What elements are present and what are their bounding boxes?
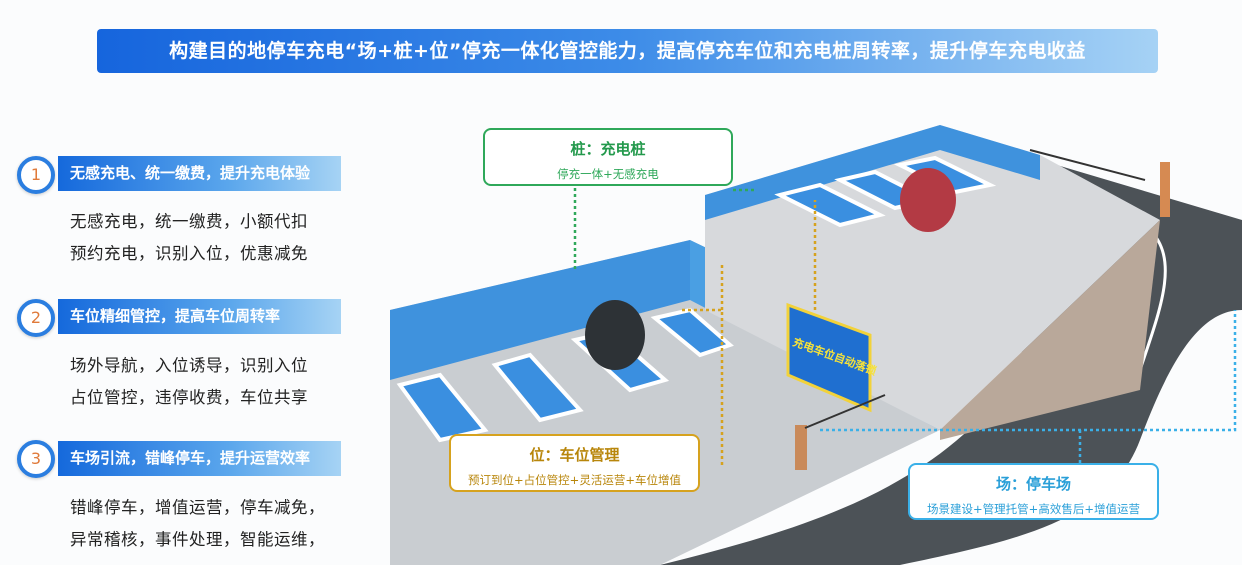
- callout-spot: 位：车位管理 预订到位+占位管控+灵活运营+车位增值: [449, 434, 700, 492]
- black-car: [585, 300, 645, 370]
- callout-pile: 桩：充电桩 停充一体+无感充电: [483, 128, 733, 186]
- page-title-banner: 构建目的地停车充电“场+桩+位”停充一体化管控能力，提高停充车位和充电桩周转率，…: [97, 29, 1158, 73]
- feature-line: 占位管控，违停收费，车位共享: [70, 388, 308, 407]
- callout-title: 场：停车场: [995, 475, 1071, 493]
- feature-line: 预约充电，识别入位，优惠减免: [70, 244, 308, 263]
- callout-lot: 场：停车场 场景建设+管理托管+高效售后+增值运营: [908, 463, 1159, 520]
- lower-wall: [390, 240, 690, 380]
- number-badge: 2: [17, 299, 55, 337]
- feature-title: 车位精细管控，提高车位周转率: [58, 299, 341, 334]
- callout-subtitle: 停充一体+无感充电: [557, 167, 659, 181]
- feature-line: 场外导航，入位诱导，识别入位: [70, 356, 308, 375]
- red-car: [900, 168, 956, 232]
- callout-title: 桩：充电桩: [570, 140, 646, 158]
- feature-title: 车场引流，错峰停车，提升运营效率: [58, 441, 341, 476]
- gate-post: [795, 425, 807, 470]
- number-badge: 1: [17, 156, 55, 194]
- callout-subtitle: 场景建设+管理托管+高效售后+增值运营: [927, 502, 1140, 516]
- feature-line: 异常稽核，事件处理，智能运维，: [70, 530, 325, 549]
- sign-board: [786, 302, 872, 413]
- feature-line: 错峰停车，增值运营，停车减免，: [70, 498, 325, 517]
- callout-title: 位：车位管理: [529, 446, 620, 464]
- number-badge: 3: [17, 440, 55, 478]
- callout-subtitle: 预订到位+占位管控+灵活运营+车位增值: [468, 473, 681, 487]
- gate-post: [1160, 162, 1170, 217]
- feature-line: 无感充电，统一缴费，小额代扣: [70, 212, 308, 231]
- feature-title: 无感充电、统一缴费，提升充电体验: [58, 156, 341, 191]
